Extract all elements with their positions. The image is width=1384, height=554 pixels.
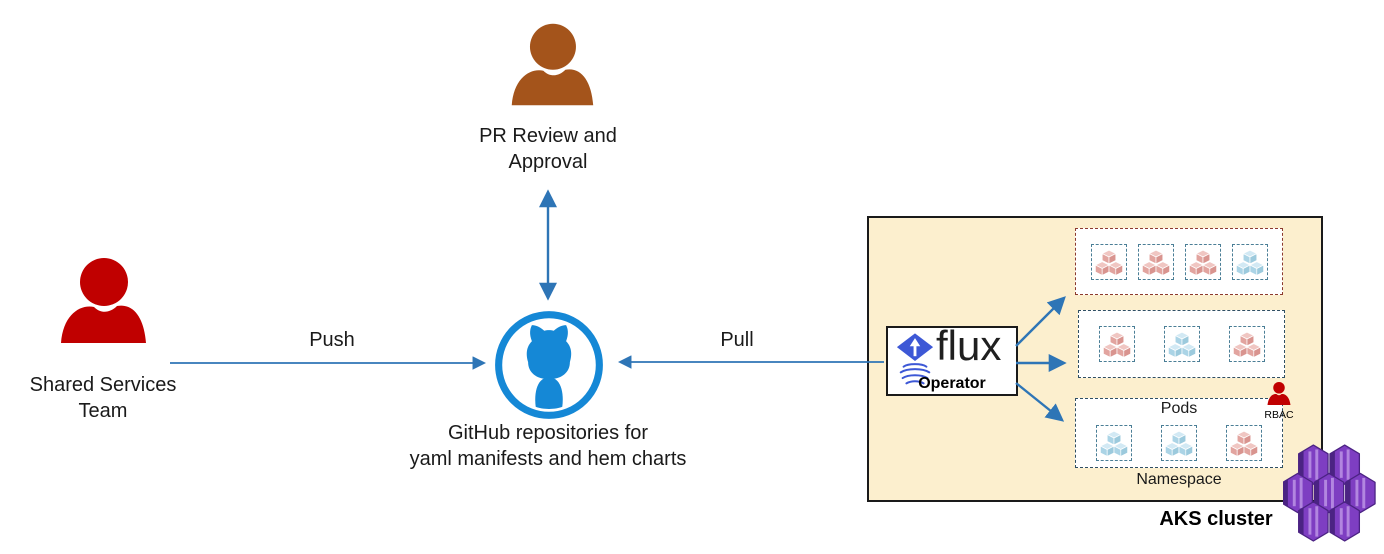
github-caption-line2: yaml manifests and hem charts [409,448,687,471]
github-icon [495,311,603,419]
pods-group [1090,243,1268,280]
pr-review-person-icon [511,23,594,106]
pr-review-label-line2: Approval [508,151,588,174]
flux-operator-label: Operator [918,375,986,392]
pod-icon [1098,326,1135,362]
pr-review-label: PR Review and Approval [448,123,648,176]
pod-icon [1184,243,1221,280]
pod-icon [1096,425,1132,461]
flux-operator-box: flux Operator [886,322,1018,396]
pods-label: Pods [1160,400,1198,417]
shared-services-person-icon [61,258,146,343]
namespace-box-1 [1075,228,1283,295]
aks-cluster-label: AKS cluster [1159,508,1273,530]
pods-group [1096,425,1262,461]
rbac-group: RBAC [1257,382,1301,421]
aks-cluster-icon [1283,444,1376,542]
pod-icon [1226,425,1262,461]
pod-icon [1137,243,1174,280]
namespace-box-2 [1078,310,1285,378]
github-caption: GitHub repositories for yaml manifests a… [378,420,718,473]
flux-arrow-head [909,338,921,347]
flux-logo-icon [896,333,934,385]
pod-icon [1161,425,1197,461]
pod-icon [1090,243,1127,280]
pod-icon [1231,243,1268,280]
flux-waves [899,363,931,385]
namespace-box-3: Pods [1075,398,1283,468]
pr-review-label-line1: PR Review and [479,125,617,147]
shared-services-label-line2: Team [78,400,128,423]
shared-services-label: Shared Services Team [3,372,203,425]
pod-icon [1163,326,1200,362]
namespace-label: Namespace [1136,471,1222,488]
flux-wordmark: flux [936,322,1002,369]
rbac-person-icon [1267,382,1291,405]
pods-group [1098,326,1265,362]
pull-label: Pull [720,329,754,351]
shared-services-label-line1: Shared Services [29,374,177,396]
push-label: Push [309,329,355,351]
github-caption-line1: GitHub repositories for [447,422,649,444]
pod-icon [1228,326,1265,362]
rbac-label: RBAC [1264,409,1294,421]
octocat-silhouette [526,325,572,409]
